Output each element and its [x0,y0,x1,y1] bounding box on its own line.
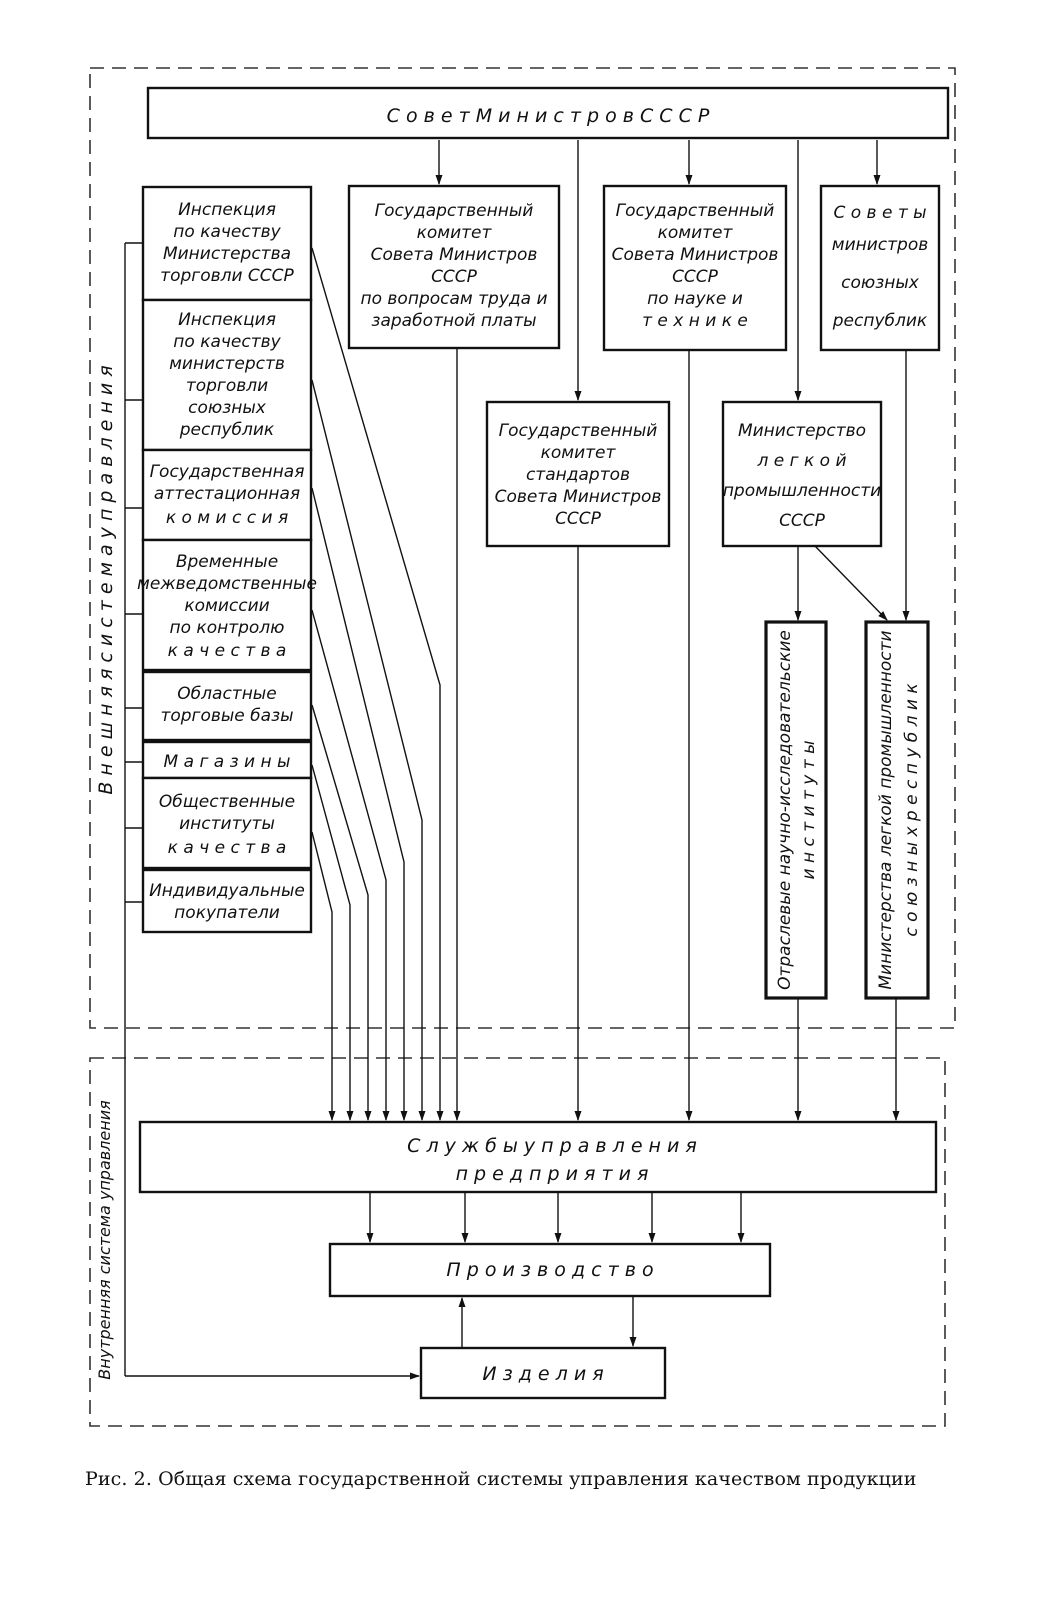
internal-system-label: Внутренняя система управления [95,1100,114,1380]
production-box: П р о и з в о д с т в о [328,1242,772,1298]
left-box-line: республик [179,420,275,440]
republic-councils-box: С о в е т ы министров союзных республик [819,184,941,352]
light-industry-ministry-line: Министерство [738,421,866,441]
republic-councils-line: союзных [841,273,920,293]
left-box-line: Государственная [150,462,305,482]
science-committee-box: Государственный комитет Совета Министров… [602,184,788,352]
left-box-line: Общественные [159,792,295,812]
science-committee-line: СССР [672,267,719,287]
light-industry-ministry-line: СССР [779,511,826,531]
left-box-line: покупатели [174,903,280,923]
external-system-frame [89,67,956,1029]
enterprise-services-line2: п р е д п р и я т и я [456,1163,649,1185]
science-committee-line: по науке и [647,289,743,309]
interdepartmental-commissions-box: Временные межведомственные комиссии по к… [137,538,317,672]
left-box-line: торговли СССР [160,266,294,286]
products-box: И з д е л и я [419,1346,667,1400]
republic-ministries-line2: с о ю з н ы х р е с п у б л и к [902,683,922,937]
left-box-line: комиссии [184,596,269,616]
left-box-line: аттестационная [154,484,300,504]
quality-management-diagram: С о в е т М и н и с т р о в С С С Р Госу… [89,67,956,1427]
connectors [124,140,910,1380]
science-committee-line: т е х н и к е [642,311,748,331]
labor-committee-line: по вопросам труда и [360,289,547,309]
left-box-line: Министерства [163,244,291,264]
left-box-line: по качеству [173,222,281,242]
science-committee-line: Государственный [616,201,775,221]
left-box-line: Индивидуальные [149,881,305,901]
public-quality-institutes-box: Общественные институты к а ч е с т в а [141,776,313,870]
standards-committee-line: СССР [555,509,602,529]
labor-committee-line: заработной платы [371,311,536,331]
science-committee-line: Совета Министров [612,245,779,265]
left-box-line: институты [179,814,275,834]
left-box-line: межведомственные [137,574,317,594]
labor-committee-line: Государственный [375,201,534,221]
standards-committee-line: Совета Министров [495,487,662,507]
science-committee-line: комитет [658,223,734,243]
regional-trade-bases-box: Областные торговые базы [141,670,313,742]
labor-committee-box: Государственный комитет Совета Министров… [347,184,561,350]
left-box-line: к о м и с с и я [166,508,288,528]
republic-ministries-box: Министерства легкой промышленности с о ю… [864,620,930,1000]
attestation-commission-box: Государственная аттестационная к о м и с… [141,448,313,542]
external-system-label: В н е ш н я я с и с т е м а у п р а в л … [95,365,117,794]
republic-ministries-line1: Министерства легкой промышленности [876,630,896,989]
standards-committee-line: комитет [541,443,617,463]
left-box-line: министерств [169,354,285,374]
left-box-line: по качеству [173,332,281,352]
left-box-line: Инспекция [178,310,276,330]
individual-buyers-box: Индивидуальные покупатели [141,868,313,934]
republic-councils-line: министров [832,235,929,255]
left-box-line: к а ч е с т в а [168,641,287,661]
shops-box: М а г а з и н ы [141,740,313,780]
left-box-line: к а ч е с т в а [168,838,287,858]
light-industry-ministry-line: промышленности [723,481,881,501]
left-box-line: Областные [177,684,276,704]
left-box-line: союзных [188,398,267,418]
left-column: Инспекция по качеству Министерства торго… [137,185,317,934]
left-box-line: по контролю [170,618,285,638]
internal-system-frame [89,1057,946,1427]
republic-councils-line: С о в е т ы [833,203,926,223]
left-box-line: М а г а з и н ы [164,752,291,772]
standards-committee-line: Государственный [499,421,658,441]
figure-caption: Рис. 2. Общая схема государственной сист… [85,1468,917,1490]
research-institutes-box: Отраслевые научно-исследовательские и н … [764,620,828,1000]
research-institutes-line2: и н с т и т у т ы [799,741,819,880]
republic-councils-line: республик [832,311,928,331]
standards-committee-box: Государственный комитет стандартов Совет… [485,400,671,548]
republic-trade-inspection-box: Инспекция по качеству министерств торгов… [141,298,313,452]
standards-committee-line: стандартов [526,465,630,485]
council-of-ministers-box: С о в е т М и н и с т р о в С С С Р [146,86,950,140]
left-box-line: торговые базы [160,706,293,726]
light-industry-ministry-box: Министерство л е г к о й промышленности … [721,400,883,548]
council-of-ministers-label: С о в е т М и н и с т р о в С С С Р [387,105,710,127]
left-box-line: торговли [186,376,268,396]
labor-committee-line: Совета Министров [371,245,538,265]
products-label: И з д е л и я [482,1363,603,1385]
light-industry-ministry-line: л е г к о й [757,451,847,471]
labor-committee-line: комитет [417,223,493,243]
research-institutes-line1: Отраслевые научно-исследовательские [775,630,795,990]
enterprise-services-line1: С л у ж б ы у п р а в л е н и я [407,1135,697,1157]
left-box-line: Инспекция [178,200,276,220]
left-box-line: Временные [176,552,278,572]
labor-committee-line: СССР [431,267,478,287]
production-label: П р о и з в о д с т в о [446,1259,653,1281]
enterprise-services-box: С л у ж б ы у п р а в л е н и я п р е д … [138,1120,938,1194]
trade-ministry-inspection-box: Инспекция по качеству Министерства торго… [141,185,313,302]
